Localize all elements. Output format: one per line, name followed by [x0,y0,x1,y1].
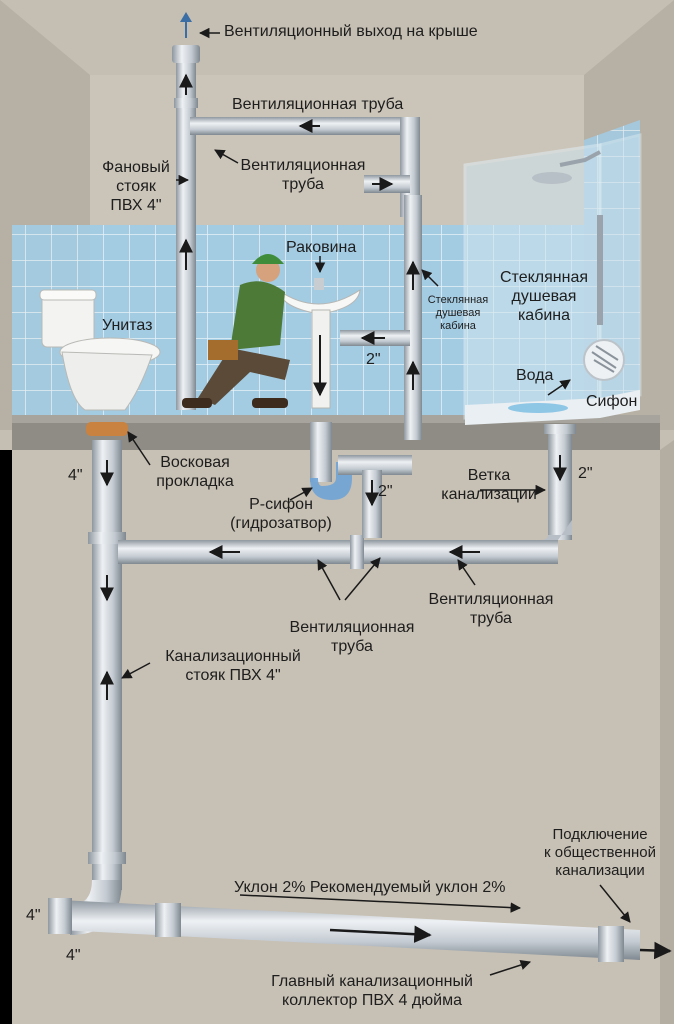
roof-vent-cap [172,45,200,63]
label-fan-stack-line-1: Фановый [102,159,170,176]
floor-slab [12,415,660,450]
label-main-collector-line-1: Главный канализационный [271,973,473,990]
label-shower-small-line-2: душевая [435,307,481,319]
label-p-trap-line-2: (гидрозатвор) [230,515,332,532]
label-main-size-b: 4" [66,947,81,964]
sink-icon [277,278,361,409]
label-fan-stack: Фановый стояк ПВХ 4" [96,158,176,215]
label-vent-bottom-mid: Вентиляционная труба [282,618,422,656]
label-fan-stack-line-3: ПВХ 4" [110,197,162,214]
label-vent-pipe-top: Вентиляционная труба [232,96,404,113]
fan-stack-pipe [172,12,200,410]
top-vent-pipe [190,117,422,440]
label-vent-bottom-right: Вентиляционная труба [418,590,564,628]
label-sink-branch-size: 2" [366,351,381,368]
label-vent-pipe-mid-line-2: труба [282,176,324,193]
label-public-connection-line-2: к общественной [544,844,656,861]
label-branch-line-1: Ветка [467,467,511,484]
label-vent-bottom-mid-line-2: труба [331,638,373,655]
label-p-trap: Р-сифон (гидрозатвор) [218,495,344,533]
shower-head-icon [532,150,603,325]
toilet-icon [39,289,161,411]
label-shower-big-line-1: Стеклянная [499,269,588,286]
label-shower-big: Стеклянная душевая кабина [494,268,594,325]
label-branch-line-2: канализации [441,486,537,503]
label-size-4-left: 4" [68,467,83,484]
label-branch: Ветка канализации [436,466,542,504]
label-siphon: Сифон [586,393,638,410]
label-shower-small-line-1: Стеклянная [427,294,489,306]
label-main-collector: Главный канализационный коллектор ПВХ 4 … [248,972,496,1010]
shower-cabin [463,133,642,425]
label-sewer-stack-line-1: Канализационный [165,648,301,665]
drain-pipes [48,422,672,962]
label-fan-stack-line-2: стояк [116,178,156,195]
label-shower-size: 2" [578,465,593,482]
label-vent-bottom-right-line-1: Вентиляционная [428,591,554,608]
label-main-collector-line-2: коллектор ПВХ 4 дюйма [282,992,462,1009]
water-puddle [508,403,568,413]
label-main-size-a: 4" [26,907,41,924]
label-shower-small: Стеклянная душевая кабина [422,294,494,333]
label-wax-ring-line-2: прокладка [156,473,234,490]
label-water: Вода [516,367,554,384]
label-vent-pipe-mid: Вентиляционная труба [238,156,368,194]
label-trap-size: 2" [378,483,393,500]
label-slope: Уклон 2% Рекомендуемый уклон 2% [234,879,506,896]
label-p-trap-line-1: Р-сифон [249,496,313,513]
drain-siphon-icon [583,339,625,381]
branch-pipe [118,540,558,564]
label-wax-ring: Восковая прокладка [150,453,240,491]
leader-lines [121,27,631,976]
label-sink: Раковина [286,239,357,256]
label-public-connection: Подключение к общественной канализации [530,826,670,880]
label-shower-big-line-3: кабина [517,307,571,324]
label-toilet: Унитаз [102,317,153,334]
label-vent-bottom-mid-line-1: Вентиляционная [289,619,415,636]
label-shower-big-line-2: душевая [511,288,577,305]
label-wax-ring-line-1: Восковая [160,454,230,471]
label-public-connection-line-1: Подключение [552,826,648,843]
label-sewer-stack: Канализационный стояк ПВХ 4" [152,647,314,685]
label-public-connection-line-3: канализации [555,862,645,879]
label-vent-pipe-mid-line-1: Вентиляционная [240,157,366,174]
sewer-stack [92,440,122,890]
label-shower-small-line-3: кабина [440,320,476,332]
wax-ring [86,422,128,436]
label-vent-bottom-right-line-2: труба [470,610,512,627]
label-sewer-stack-line-2: стояк ПВХ 4" [185,667,281,684]
label-roof-vent: Вентиляционный выход на крыше [224,23,478,40]
plumber-icon [182,254,290,408]
